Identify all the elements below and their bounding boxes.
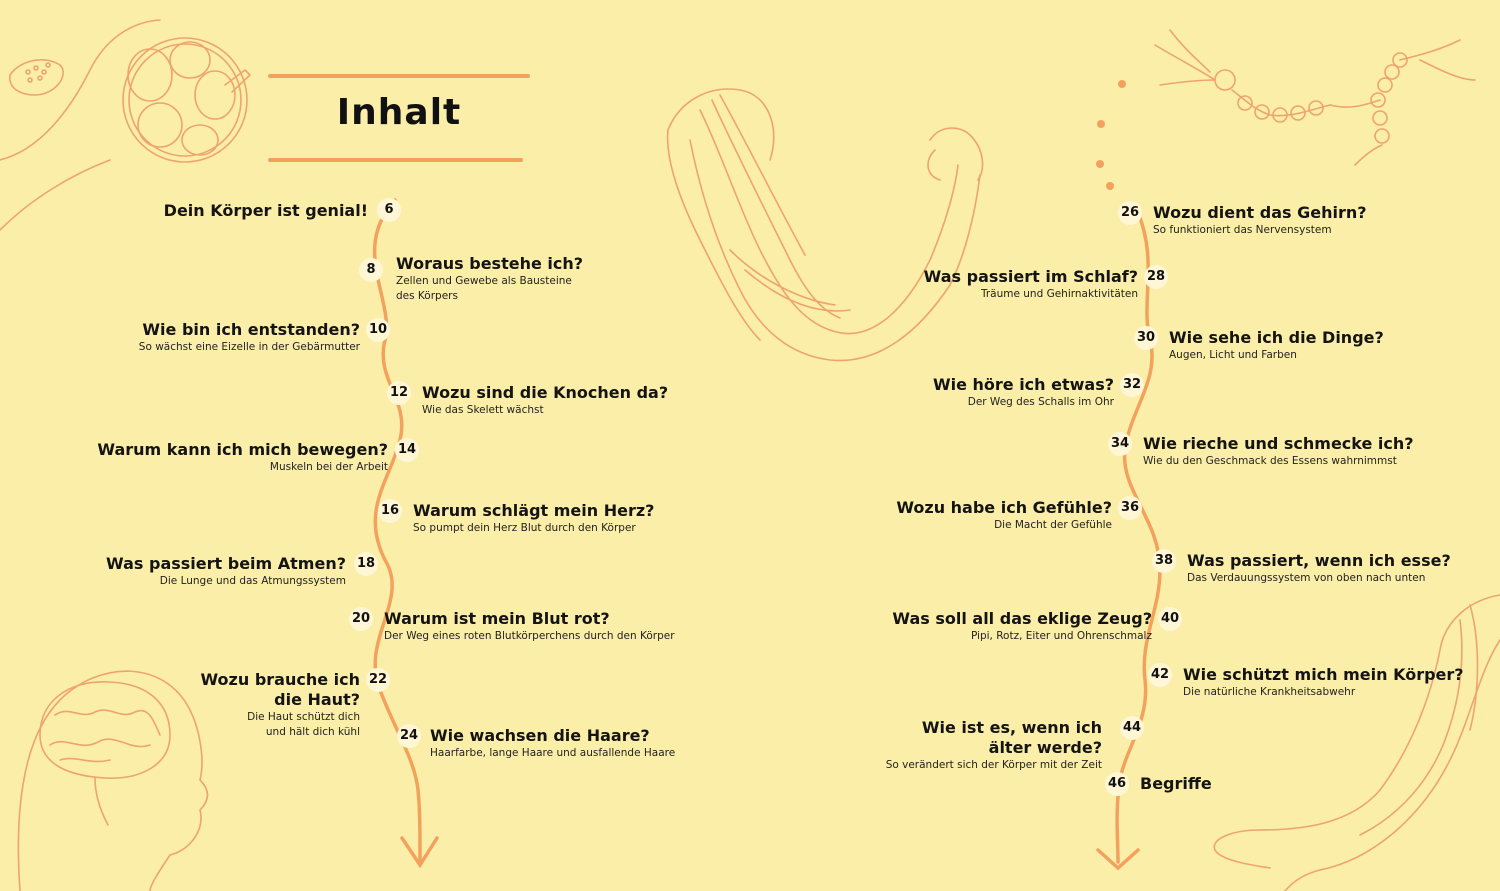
toc-question: älter werde? [988, 738, 1102, 757]
toc-question: Wie sehe ich die Dinge? [1169, 328, 1384, 347]
page-number: 8 [359, 258, 383, 282]
page-number: 26 [1118, 201, 1142, 225]
toc-entry[interactable]: Wozu brauche ich die Haut? Die Haut schü… [200, 670, 360, 740]
toc-question: Wie ist es, wenn ich [921, 718, 1102, 737]
toc-question: Warum kann ich mich bewegen? [97, 440, 388, 459]
brain-head-illustration [17, 670, 209, 891]
toc-subtitle: Augen, Licht und Farben [1169, 349, 1297, 361]
page-title: Inhalt [336, 92, 462, 133]
toc-subtitle: Die Lunge und das Atmungssystem [159, 575, 346, 587]
toc-subtitle: und hält dich kühl [265, 726, 360, 738]
page-number: 44 [1120, 716, 1144, 740]
page-number: 46 [1105, 772, 1129, 796]
toc-entry[interactable]: Dein Körper ist genial! [164, 201, 368, 221]
toc-subtitle: des Körpers [396, 290, 458, 302]
toc-question: Wozu sind die Knochen da? [422, 383, 669, 402]
toc-question: Was passiert im Schlaf? [923, 267, 1138, 286]
toc-subtitle: Wie das Skelett wächst [422, 404, 544, 416]
page-number: 24 [397, 724, 421, 748]
page-number: 20 [349, 607, 373, 631]
page-number: 22 [366, 668, 390, 692]
toc-entry[interactable]: Warum schlägt mein Herz? So pumpt dein H… [413, 501, 654, 536]
toc-question: Was passiert beim Atmen? [106, 554, 346, 573]
toc-entry[interactable]: Wozu sind die Knochen da? Wie das Skelet… [422, 383, 668, 418]
toc-subtitle: Muskeln bei der Arbeit [269, 461, 388, 473]
toc-entry[interactable]: Begriffe [1140, 774, 1212, 794]
page-number: 12 [387, 381, 411, 405]
toc-question: Warum schlägt mein Herz? [413, 501, 655, 520]
toc-entry[interactable]: Woraus bestehe ich? Zellen und Gewebe al… [396, 254, 583, 304]
toc-subtitle: Der Weg eines roten Blutkörperchens durc… [384, 630, 675, 642]
page-number: 14 [395, 438, 419, 462]
toc-question: Wozu habe ich Gefühle? [896, 498, 1112, 517]
page-number: 30 [1134, 326, 1158, 350]
title-bottom-line [268, 158, 523, 162]
arm-muscle-illustration [666, 88, 984, 362]
toc-subtitle: Das Verdauungssystem von oben nach unten [1187, 572, 1426, 584]
toc-question: Wie schützt mich mein Körper? [1183, 665, 1464, 684]
toc-question: Begriffe [1140, 774, 1212, 793]
timeline-right [1115, 203, 1162, 864]
cell-illustration [0, 19, 251, 231]
title-top-line [268, 74, 530, 78]
toc-entry[interactable]: Wie höre ich etwas? Der Weg des Schalls … [933, 375, 1114, 410]
page-number: 38 [1152, 549, 1176, 573]
toc-question: die Haut? [274, 690, 360, 709]
toc-entry[interactable]: Was soll all das eklige Zeug? Pipi, Rotz… [892, 609, 1152, 644]
page-number: 32 [1120, 373, 1144, 397]
page-number: 6 [377, 198, 401, 222]
page-number: 16 [378, 499, 402, 523]
toc-subtitle: Die natürliche Krankheitsabwehr [1183, 686, 1356, 698]
toc-entry[interactable]: Was passiert, wenn ich esse? Das Verdauu… [1187, 551, 1451, 586]
toc-question: Wie höre ich etwas? [932, 375, 1114, 394]
page-number: 40 [1158, 607, 1182, 631]
arm-veins-illustration [1213, 594, 1500, 891]
toc-question: Wozu brauche ich [200, 670, 360, 689]
title-block: Inhalt [268, 74, 530, 164]
toc-entry[interactable]: Wie bin ich entstanden? So wächst eine E… [139, 320, 360, 355]
toc-subtitle: Wie du den Geschmack des Essens wahrnimm… [1143, 455, 1397, 467]
toc-subtitle: So verändert sich der Körper mit der Zei… [885, 759, 1102, 771]
toc-subtitle: Haarfarbe, lange Haare und ausfallende H… [430, 747, 676, 759]
toc-question: Was soll all das eklige Zeug? [892, 609, 1152, 628]
toc-entry[interactable]: Wie sehe ich die Dinge? Augen, Licht und… [1169, 328, 1384, 363]
page-number: 36 [1118, 496, 1142, 520]
toc-question: Wozu dient das Gehirn? [1153, 203, 1367, 222]
toc-question: Dein Körper ist genial! [163, 201, 368, 220]
toc-entry[interactable]: Warum kann ich mich bewegen? Muskeln bei… [97, 440, 388, 475]
toc-entry[interactable]: Wie wachsen die Haare? Haarfarbe, lange … [430, 726, 675, 761]
toc-question: Wie wachsen die Haare? [430, 726, 650, 745]
toc-subtitle: Die Haut schützt dich [247, 711, 360, 723]
toc-entry[interactable]: Was passiert beim Atmen? Die Lunge und d… [106, 554, 346, 589]
toc-entry[interactable]: Wie ist es, wenn ich älter werde? So ver… [886, 718, 1102, 773]
toc-entry[interactable]: Wozu dient das Gehirn? So funktioniert d… [1153, 203, 1367, 238]
toc-subtitle: Die Macht der Gefühle [994, 519, 1112, 531]
toc-question: Wie rieche und schmecke ich? [1143, 434, 1414, 453]
toc-subtitle: Träume und Gehirnaktivitäten [980, 288, 1138, 300]
page-number: 10 [366, 318, 390, 342]
toc-entry[interactable]: Wie schützt mich mein Körper? Die natürl… [1183, 665, 1464, 700]
neuron-illustration [1154, 29, 1476, 166]
toc-question: Woraus bestehe ich? [396, 254, 584, 273]
toc-entry[interactable]: Was passiert im Schlaf? Träume und Gehir… [924, 267, 1138, 302]
toc-entry[interactable]: Wie rieche und schmecke ich? Wie du den … [1143, 434, 1414, 469]
toc-entry[interactable]: Warum ist mein Blut rot? Der Weg eines r… [384, 609, 675, 644]
toc-question: Was passiert, wenn ich esse? [1187, 551, 1451, 570]
toc-question: Warum ist mein Blut rot? [384, 609, 610, 628]
toc-subtitle: So funktioniert das Nervensystem [1153, 224, 1332, 236]
toc-question: Wie bin ich entstanden? [142, 320, 360, 339]
dotted-line [1096, 80, 1126, 190]
page-number: 34 [1108, 432, 1132, 456]
toc-subtitle: Pipi, Rotz, Eiter und Ohrenschmalz [970, 630, 1152, 642]
toc-subtitle: So pumpt dein Herz Blut durch den Körper [413, 522, 636, 534]
toc-entry[interactable]: Wozu habe ich Gefühle? Die Macht der Gef… [896, 498, 1112, 533]
page-number: 42 [1148, 663, 1172, 687]
page-number: 18 [354, 552, 378, 576]
toc-subtitle: Der Weg des Schalls im Ohr [967, 396, 1114, 408]
toc-subtitle: So wächst eine Eizelle in der Gebärmutte… [138, 341, 360, 353]
page-number: 28 [1144, 265, 1168, 289]
toc-subtitle: Zellen und Gewebe als Bausteine [396, 275, 572, 287]
